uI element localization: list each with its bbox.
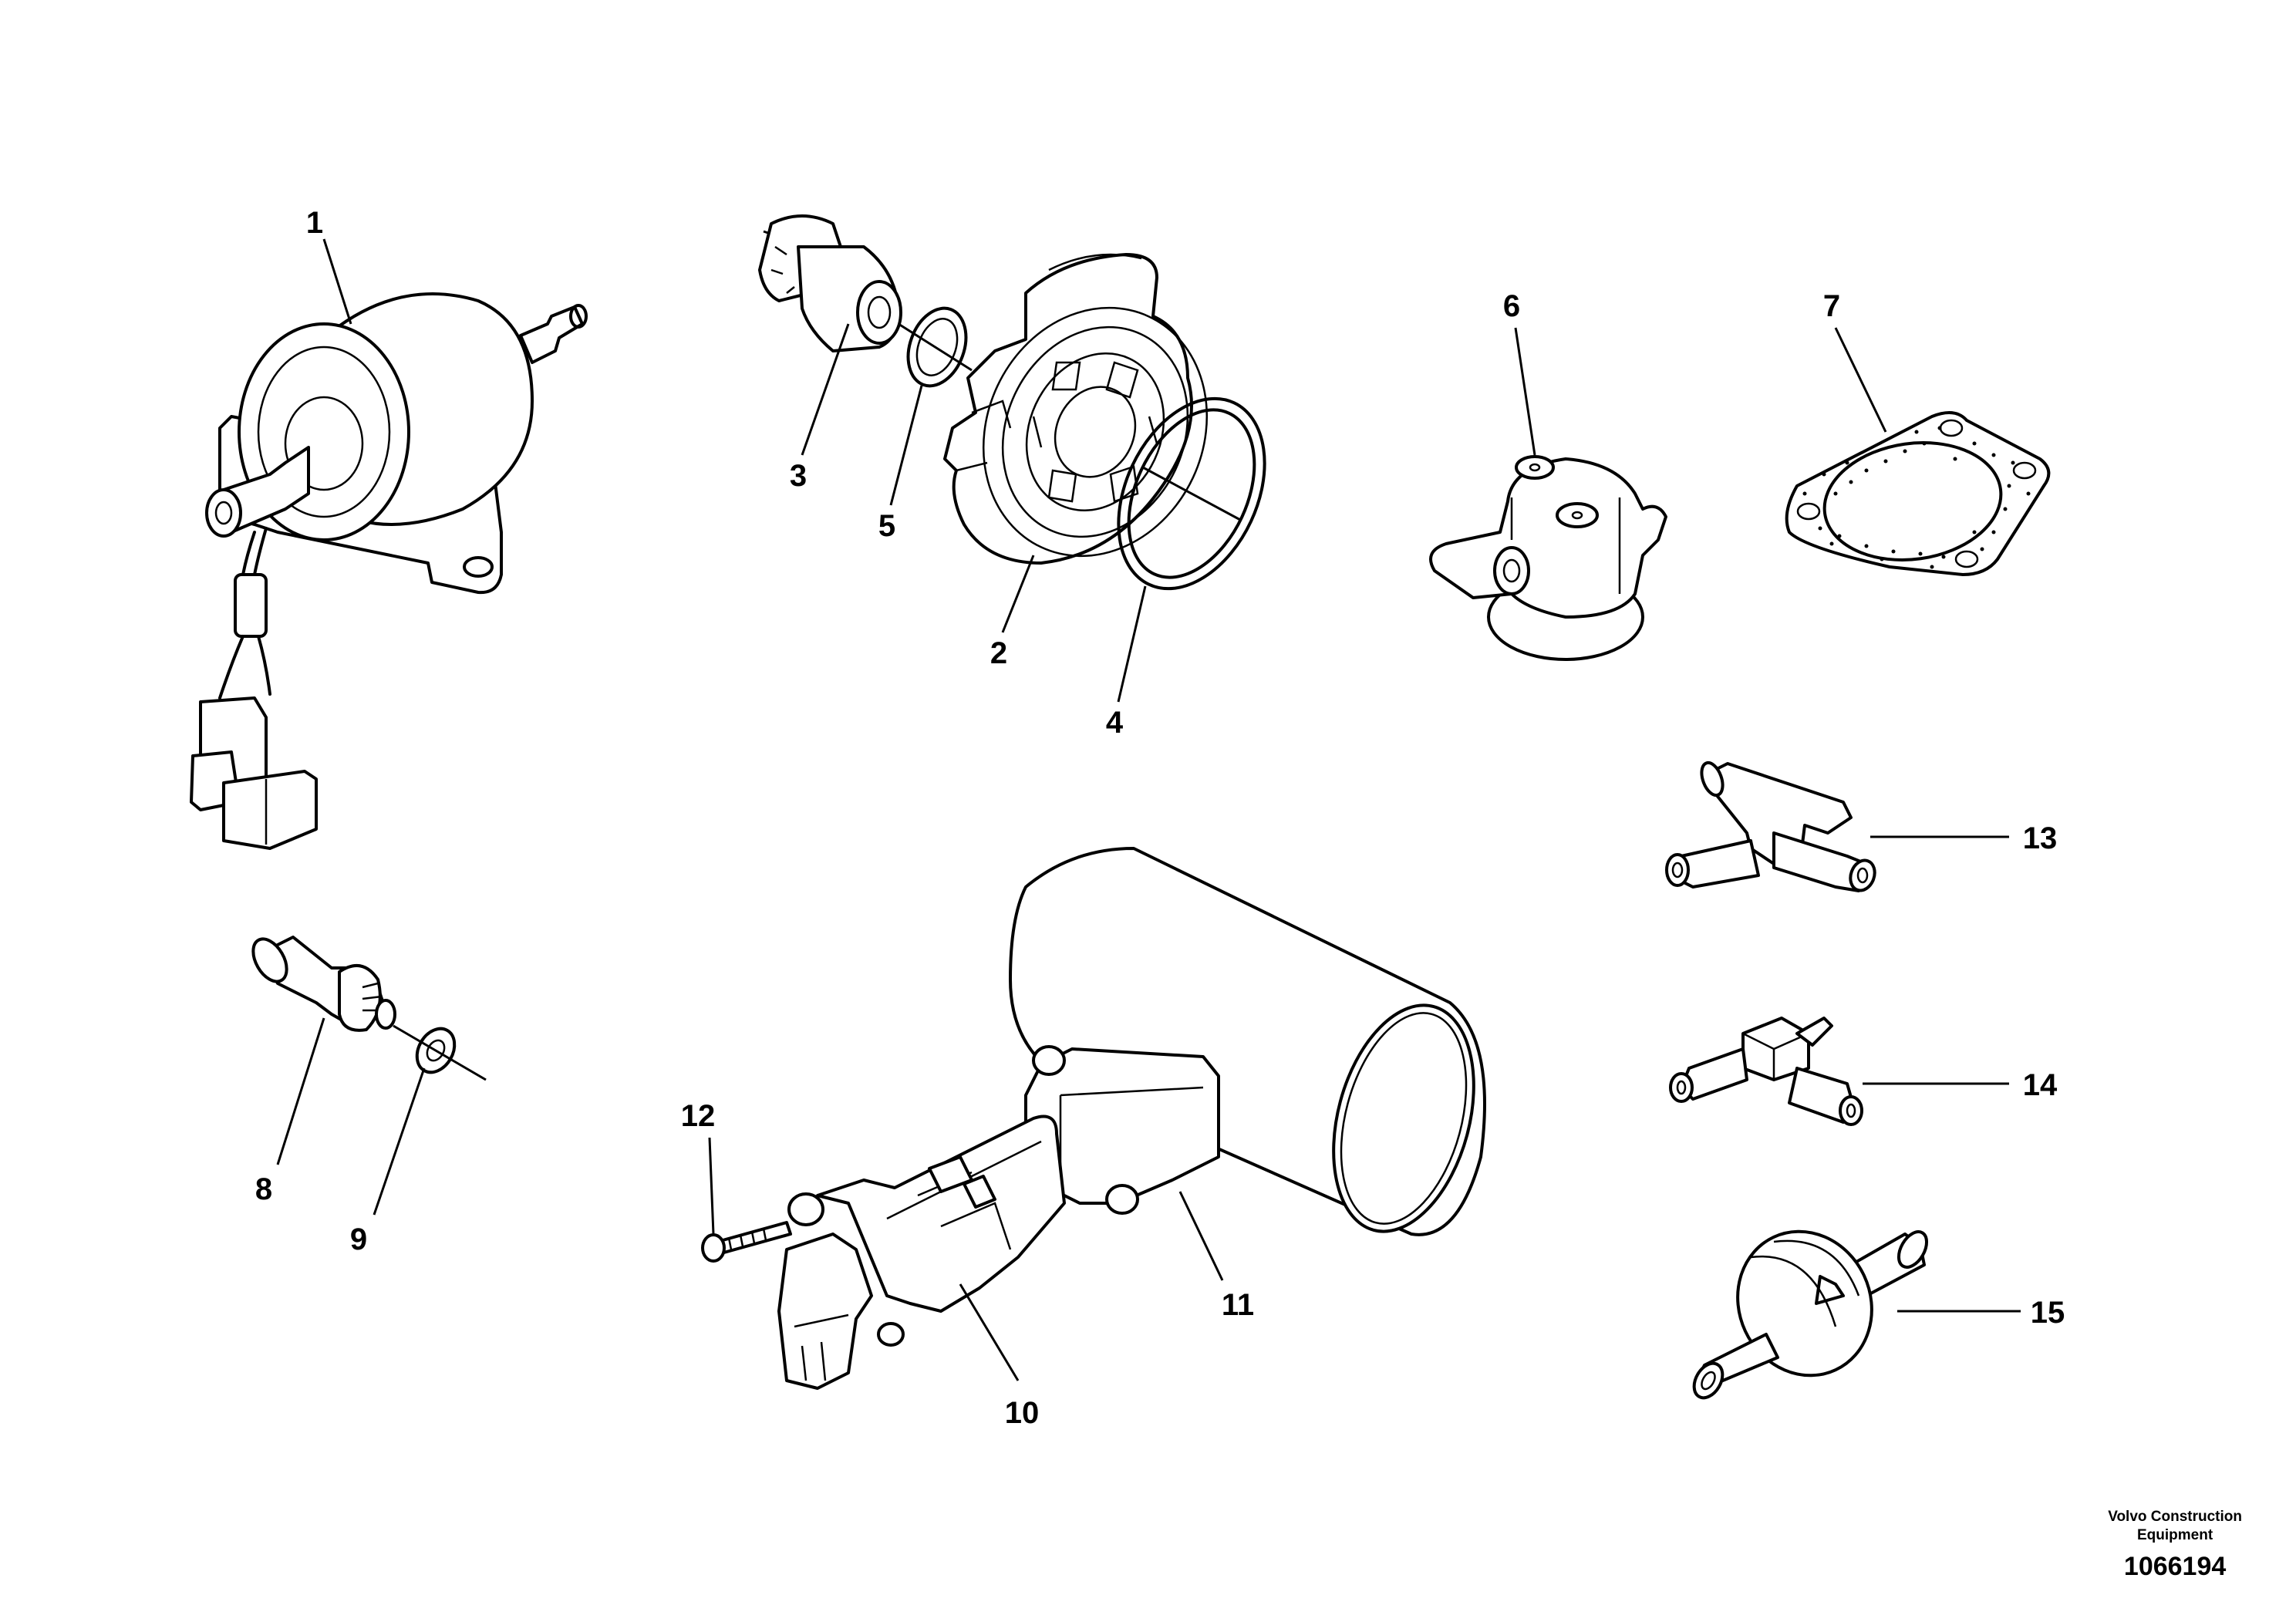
callout-3: 3 bbox=[790, 459, 807, 493]
callout-1: 1 bbox=[306, 206, 323, 240]
part-12-screw bbox=[701, 1221, 792, 1263]
callout-2: 2 bbox=[990, 636, 1007, 670]
callout-11: 11 bbox=[1222, 1288, 1254, 1322]
callout-8: 8 bbox=[255, 1172, 272, 1206]
part-10-sensor bbox=[777, 1045, 1220, 1390]
callout-labels: 1 2 3 4 5 6 7 8 9 10 11 12 13 14 15 bbox=[255, 206, 2065, 1430]
part-15-check-valve bbox=[1692, 1229, 1929, 1400]
callout-9: 9 bbox=[350, 1222, 367, 1256]
part-5-o-ring bbox=[898, 306, 973, 388]
callout-10: 10 bbox=[1005, 1396, 1040, 1430]
part-3-fitting bbox=[758, 214, 902, 352]
part-6-valve-housing bbox=[1429, 455, 1667, 661]
brand-line-2: Equipment bbox=[2137, 1527, 2213, 1543]
callout-6: 6 bbox=[1503, 289, 1520, 323]
callout-4: 4 bbox=[1106, 706, 1124, 740]
callout-14: 14 bbox=[2023, 1068, 2058, 1102]
part-13-t-connector bbox=[1665, 760, 1876, 892]
part-7-gasket bbox=[1785, 411, 2051, 576]
part-1-fuel-pump bbox=[190, 292, 588, 850]
part-9-washer bbox=[393, 1024, 487, 1081]
callout-12: 12 bbox=[681, 1099, 716, 1133]
part-2-filter-housing bbox=[943, 253, 1209, 565]
part-14-t-connector bbox=[1669, 1017, 1863, 1126]
brand-line-1: Volvo Construction bbox=[2108, 1509, 2242, 1525]
document-number: 1066194 bbox=[2123, 1552, 2227, 1581]
footer-block: Volvo Construction Equipment 1066194 bbox=[2108, 1508, 2242, 1583]
callout-5: 5 bbox=[878, 509, 895, 543]
callout-15: 15 bbox=[2031, 1296, 2065, 1330]
part-4-o-ring bbox=[1117, 396, 1266, 591]
part-8-fitting bbox=[251, 936, 396, 1032]
callout-7: 7 bbox=[1823, 289, 1840, 323]
callout-13: 13 bbox=[2023, 821, 2058, 855]
part-11-tube bbox=[1009, 847, 1486, 1236]
leader-lines bbox=[276, 238, 2021, 1381]
